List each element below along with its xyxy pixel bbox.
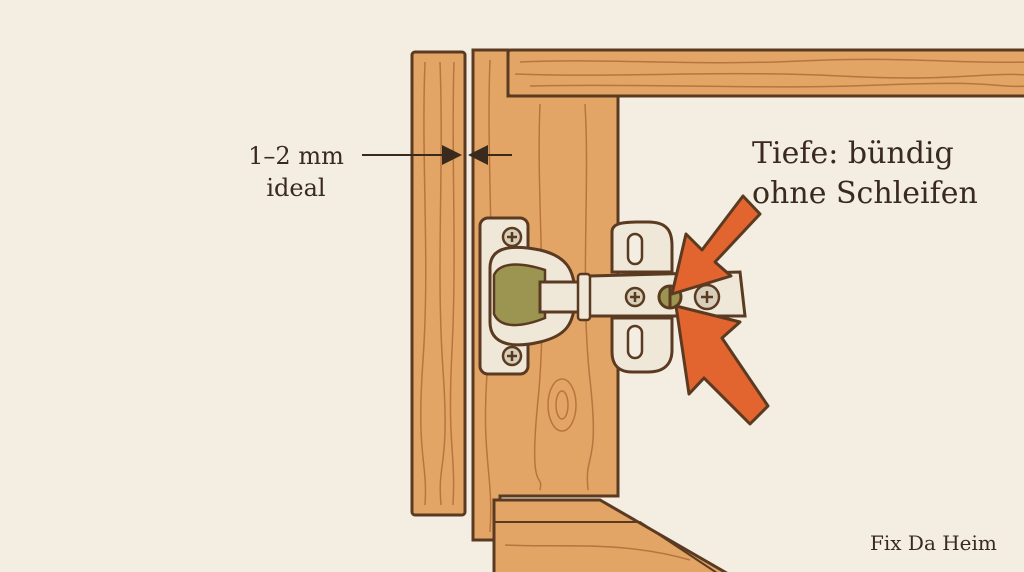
- orange-arrow-icon: [670, 194, 762, 296]
- cabinet-top-rail: [506, 48, 1024, 98]
- gap-note-label: ideal: [266, 174, 326, 202]
- concealed-hinge: [478, 216, 747, 376]
- gap-annotation: 1–2 mm ideal: [236, 140, 356, 204]
- depth-annotation: Tiefe: bündig ohne Schleifen: [752, 134, 978, 214]
- hinge-cup: [492, 263, 547, 327]
- phillips-screw-icon: [624, 286, 646, 308]
- brand-watermark: Fix Da Heim: [870, 531, 997, 555]
- door-panel: [410, 50, 467, 517]
- cabinet-bottom-shelf: [492, 498, 728, 572]
- phillips-screw-icon: [693, 283, 721, 311]
- gap-value-label: 1–2 mm: [248, 142, 344, 170]
- orange-arrow-icon: [674, 304, 770, 426]
- phillips-screw-icon: [501, 345, 523, 367]
- phillips-screw-icon: [501, 226, 523, 248]
- depth-line-2: ohne Schleifen: [752, 176, 978, 211]
- depth-line-1: Tiefe: bündig: [752, 136, 954, 171]
